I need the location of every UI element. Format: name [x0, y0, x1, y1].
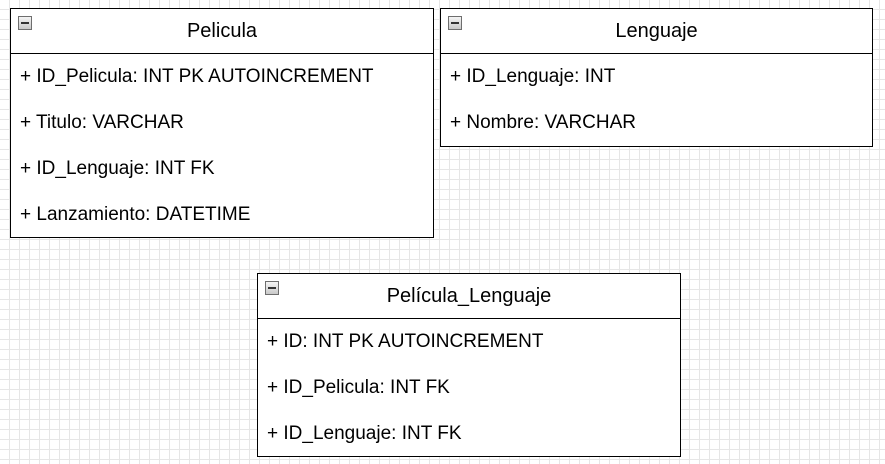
attribute-id-lenguaje[interactable]: + ID_Lenguaje: INT FK	[20, 158, 215, 179]
collapse-minus-icon[interactable]	[448, 16, 462, 30]
attribute-nombre[interactable]: + Nombre: VARCHAR	[450, 112, 637, 133]
class-header-pelicula-lenguaje[interactable]: Película_Lenguaje	[258, 274, 680, 319]
class-attributes-pelicula-lenguaje: + ID: INT PK AUTOINCREMENT + ID_Pelicula…	[258, 319, 680, 457]
attribute-id-lenguaje[interactable]: + ID_Lenguaje: INT	[450, 66, 616, 87]
class-header-pelicula[interactable]: Pelicula	[11, 9, 433, 54]
collapse-minus-icon[interactable]	[265, 281, 279, 295]
class-header-lenguaje[interactable]: Lenguaje	[441, 9, 872, 54]
attribute-lanzamiento[interactable]: + Lanzamiento: DATETIME	[20, 204, 251, 225]
class-attributes-pelicula: + ID_Pelicula: INT PK AUTOINCREMENT + Ti…	[11, 54, 433, 238]
attribute-titulo[interactable]: + Titulo: VARCHAR	[20, 112, 184, 133]
attribute-id-pelicula[interactable]: + ID_Pelicula: INT PK AUTOINCREMENT	[20, 66, 374, 87]
class-title-lenguaje: Lenguaje	[615, 20, 698, 42]
collapse-minus-icon[interactable]	[18, 16, 32, 30]
class-attributes-lenguaje: + ID_Lenguaje: INT + Nombre: VARCHAR	[441, 54, 872, 146]
class-title-pelicula-lenguaje: Película_Lenguaje	[386, 285, 552, 307]
class-box-pelicula-lenguaje[interactable]: Película_Lenguaje + ID: INT PK AUTOINCRE…	[257, 273, 681, 457]
class-box-pelicula[interactable]: Pelicula + ID_Pelicula: INT PK AUTOINCRE…	[10, 8, 434, 238]
attribute-id-lenguaje[interactable]: + ID_Lenguaje: INT FK	[267, 423, 462, 444]
attribute-id-pelicula[interactable]: + ID_Pelicula: INT FK	[267, 377, 450, 398]
attribute-id[interactable]: + ID: INT PK AUTOINCREMENT	[267, 331, 544, 352]
class-title-pelicula: Pelicula	[186, 20, 258, 42]
class-box-lenguaje[interactable]: Lenguaje + ID_Lenguaje: INT + Nombre: VA…	[440, 8, 873, 147]
